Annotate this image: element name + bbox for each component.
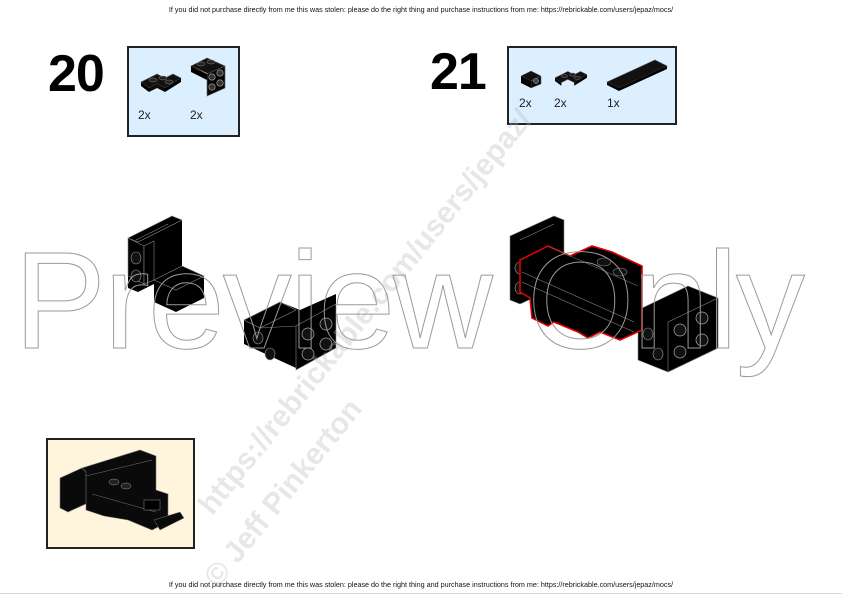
bracket-1x2-2x2-icon xyxy=(189,56,229,98)
step-20-assembly-bracket-upper xyxy=(124,214,208,314)
parts-list-step-21: 2x 2x 1x xyxy=(507,46,677,125)
watermark-author: © Jeff Pinkerton xyxy=(198,392,369,593)
bracket-1x1-icon xyxy=(519,68,545,89)
corner-plate-icon xyxy=(553,65,589,89)
submodel-preview-box xyxy=(46,438,195,549)
step-number-21: 21 xyxy=(430,43,487,101)
part-qty: 2x xyxy=(138,108,151,122)
submodel-assembly-image xyxy=(56,449,188,540)
page-bottom-divider xyxy=(0,593,842,594)
tile-1x4-icon xyxy=(605,58,669,92)
step-21-assembly xyxy=(508,214,722,384)
part-qty: 2x xyxy=(190,108,203,122)
anti-piracy-notice-bottom: If you did not purchase directly from me… xyxy=(168,580,674,589)
step-20-assembly-bracket-lower xyxy=(240,290,340,374)
anti-piracy-notice-top: If you did not purchase directly from me… xyxy=(168,5,674,14)
step-number-20: 20 xyxy=(48,45,105,103)
part-qty: 2x xyxy=(554,96,567,110)
part-qty: 2x xyxy=(519,96,532,110)
parts-list-step-20: 2x 2x xyxy=(127,46,240,137)
part-qty: 1x xyxy=(607,96,620,110)
corner-plate-icon xyxy=(139,66,183,96)
